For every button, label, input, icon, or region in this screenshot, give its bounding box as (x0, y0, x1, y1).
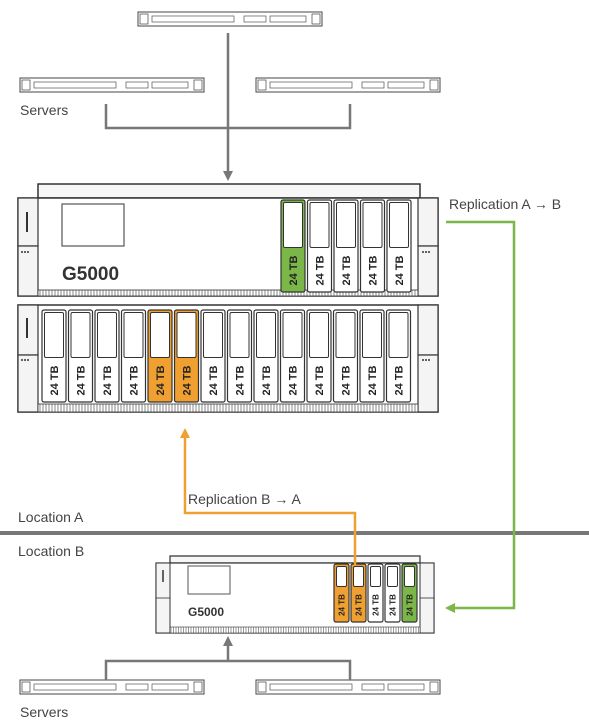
drive-bay: 24 TB (94, 309, 120, 403)
location-b-label: Location B (18, 543, 85, 559)
drive-bay: 24 TB (386, 199, 412, 293)
drive-capacity-label: 24 TB (367, 255, 379, 285)
unit-a-head-drive-bays: 24 TB 24 TB 24 TB 24 TB 24 TB (280, 199, 412, 293)
rack-server (137, 11, 323, 27)
drive-capacity-label: 24 TB (155, 365, 167, 395)
drive-bay: 24 TB (280, 199, 306, 293)
drive-bay: 24 TB (384, 563, 401, 623)
drive-capacity-label: 24 TB (314, 365, 326, 395)
drive-capacity-label: 24 TB (394, 255, 406, 285)
drive-bay: 24 TB (226, 309, 253, 403)
replication-a-to-b-arrow (445, 220, 516, 613)
display-panel (61, 203, 125, 247)
drive-capacity-label: 24 TB (234, 365, 246, 395)
unit-b-drive-bays: 24 TB 24 TB 24 TB 24 TB 24 TB (333, 563, 418, 623)
drive-bay: 24 TB (359, 199, 386, 293)
drive-capacity-label: 24 TB (208, 365, 220, 395)
drive-capacity-label: 24 TB (388, 594, 397, 616)
replication-a-to-b-label: Replication A → B (449, 196, 562, 212)
drive-capacity-label: 24 TB (354, 594, 363, 616)
drive-bay: 24 TB (41, 309, 67, 403)
drive-bay: 24 TB (350, 563, 367, 623)
drive-capacity-label: 24 TB (181, 365, 193, 395)
drive-capacity-label: 24 TB (371, 594, 380, 616)
rack-server (255, 77, 441, 93)
servers-top-label: Servers (20, 102, 69, 118)
unit-a-expansion-drive-bays: 24 TB 24 TB 24 TB 24 TB 24 TB 24 TB 24 TB 24 TB… (41, 309, 412, 403)
drive-capacity-label: 24 TB (287, 365, 299, 395)
servers-bottom-label: Servers (20, 704, 69, 720)
drive-bay: 24 TB (279, 309, 306, 403)
drive-bay: 24 TB (359, 309, 385, 403)
rack-server (255, 679, 441, 695)
drive-bay: 24 TB (147, 309, 173, 403)
drive-bay: 24 TB (173, 309, 200, 403)
drive-bay: 24 TB (200, 309, 226, 403)
drive-capacity-label: 24 TB (340, 365, 352, 395)
drive-bay: 24 TB (67, 309, 94, 403)
drive-capacity-label: 24 TB (405, 594, 414, 616)
drive-bay: 24 TB (332, 309, 359, 403)
drive-bay: 24 TB (401, 563, 418, 623)
drive-bay: 24 TB (306, 309, 332, 403)
rack-server (19, 679, 205, 695)
drive-capacity-label: 24 TB (393, 365, 405, 395)
rack-server (19, 77, 205, 93)
top-server-connectors (104, 33, 352, 181)
drive-capacity-label: 24 TB (75, 365, 87, 395)
replication-b-to-a-arrow (180, 428, 357, 565)
drive-bay: 24 TB (333, 199, 359, 293)
drive-bay: 24 TB (333, 563, 350, 623)
unit-b-model-label: G5000 (188, 605, 224, 619)
drive-bay: 24 TB (120, 309, 147, 403)
bottom-server-connectors (104, 636, 352, 680)
drive-capacity-label: 24 TB (337, 594, 346, 616)
drive-capacity-label: 24 TB (367, 365, 379, 395)
unit-a-model-label: G5000 (62, 264, 119, 285)
drive-capacity-label: 24 TB (102, 365, 114, 395)
drive-capacity-label: 24 TB (314, 255, 326, 285)
drive-bay: 24 TB (367, 563, 384, 623)
replication-b-to-a-label: Replication B → A (188, 491, 301, 507)
drive-bay: 24 TB (306, 199, 333, 293)
drive-capacity-label: 24 TB (261, 365, 273, 395)
location-a-label: Location A (18, 509, 84, 525)
drive-bay: 24 TB (385, 309, 412, 403)
drive-capacity-label: 24 TB (49, 365, 61, 395)
rack-ear-right (417, 197, 439, 247)
drive-capacity-label: 24 TB (128, 365, 140, 395)
drive-capacity-label: 24 TB (341, 255, 353, 285)
drive-capacity-label: 24 TB (288, 255, 300, 285)
drive-bay: 24 TB (253, 309, 279, 403)
